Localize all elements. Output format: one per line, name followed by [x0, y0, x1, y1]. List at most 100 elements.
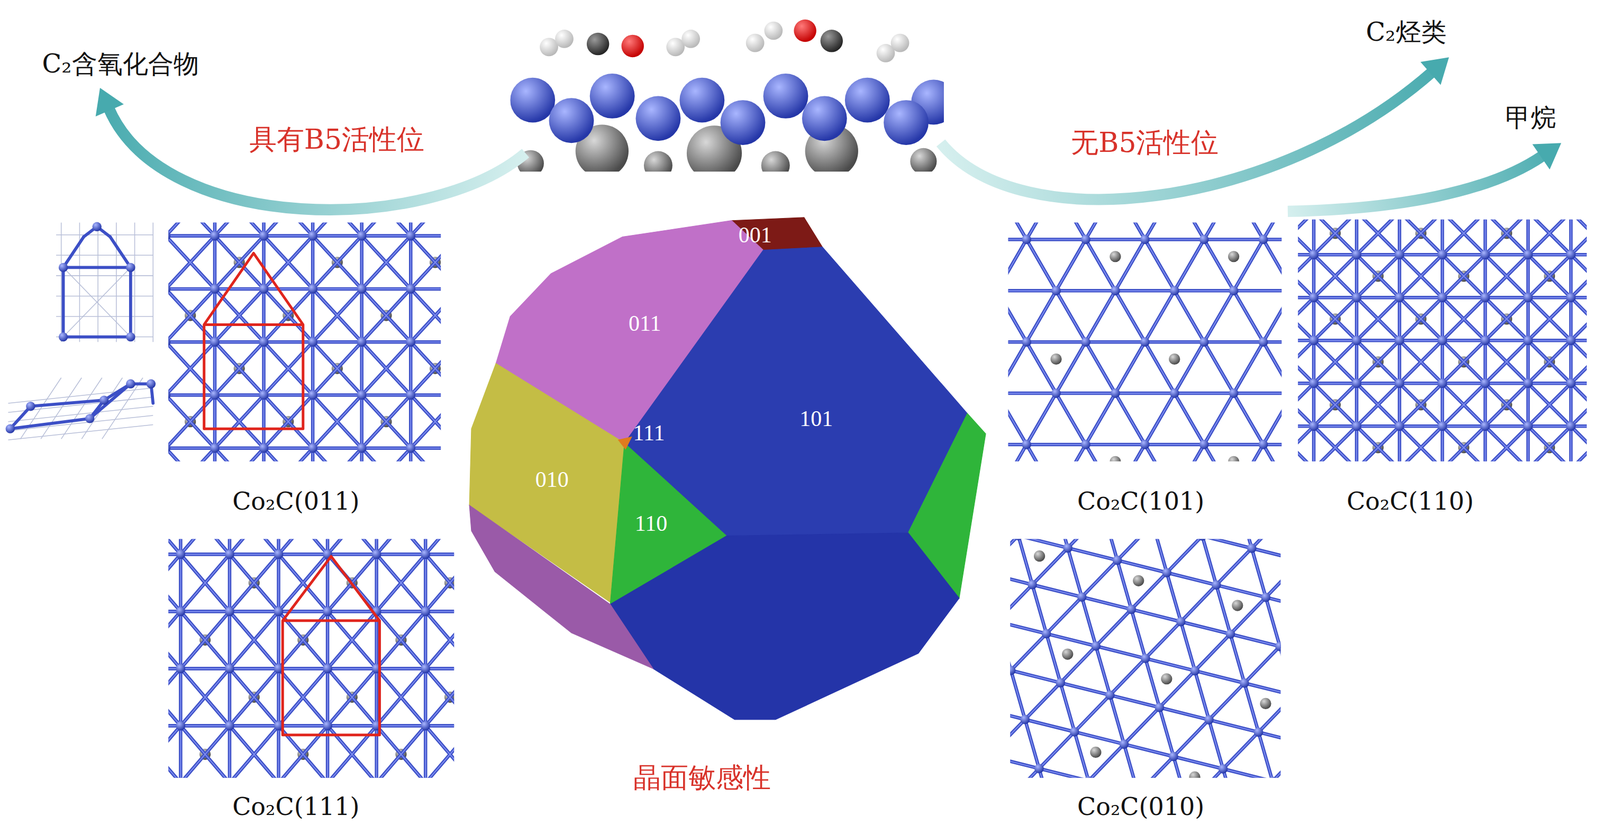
cobalt-atom — [1351, 292, 1362, 303]
cobalt-atom — [1308, 292, 1319, 303]
bond-rod — [1046, 633, 1061, 683]
cobalt-atom — [322, 606, 333, 616]
bond-rod — [1442, 340, 1486, 384]
bond-highlight — [1123, 743, 1139, 778]
cobalt-atom — [1197, 538, 1207, 541]
bond-highlight — [1398, 340, 1400, 384]
bond-rod — [104, 383, 131, 400]
bond-rod — [1528, 424, 1571, 429]
bond-rod — [1313, 297, 1357, 341]
bond-rod — [1026, 442, 1086, 447]
bond-rod — [261, 235, 266, 289]
bond-rod — [1485, 424, 1529, 429]
bond-rod — [264, 340, 314, 344]
cobalt-atom — [720, 100, 766, 145]
bond-highlight — [1313, 383, 1357, 426]
bond-highlight — [1527, 340, 1529, 384]
bond-highlight — [1442, 297, 1486, 341]
bond-rod — [1399, 381, 1443, 386]
bond-rod — [214, 287, 265, 292]
bond-rod — [1356, 383, 1400, 426]
cobalt-atom — [1253, 727, 1264, 738]
bond-highlight — [1026, 222, 1057, 240]
bond-highlight — [1399, 425, 1443, 462]
bond-highlight — [278, 667, 329, 669]
bond-rod — [1442, 383, 1486, 426]
bond-rod — [1485, 338, 1529, 343]
bond-rod — [1297, 383, 1314, 426]
bond-highlight — [312, 341, 362, 395]
bond-highlight — [410, 235, 412, 289]
bond-rod — [229, 609, 279, 614]
bond-highlight — [376, 725, 426, 778]
bond-highlight — [425, 668, 454, 726]
bond-rod — [1123, 743, 1139, 778]
cobalt-atom — [635, 95, 681, 141]
bond-rod — [1526, 297, 1531, 341]
bond-highlight — [1399, 254, 1443, 298]
bond-highlight — [361, 341, 412, 395]
bond-highlight — [1442, 254, 1486, 298]
bond-rod — [1265, 560, 1281, 597]
bond-rod — [214, 235, 265, 289]
bond-rod — [168, 395, 215, 449]
bond-highlight — [277, 725, 279, 778]
bond-highlight — [1570, 425, 1572, 462]
bond-rod — [1442, 219, 1486, 256]
bond-rod — [278, 725, 329, 778]
bond-rod — [376, 611, 426, 669]
cobalt-atom — [357, 443, 367, 453]
bond-highlight — [1117, 560, 1168, 573]
bond-highlight — [1144, 222, 1175, 240]
bond-highlight — [1056, 393, 1086, 445]
bond-highlight — [312, 341, 362, 395]
bond-rod — [1528, 219, 1571, 256]
bond-rod — [1187, 768, 1224, 778]
bond-highlight — [1399, 383, 1443, 426]
bond-rod — [312, 222, 362, 236]
carbon-atom — [1231, 599, 1243, 611]
bond-highlight — [425, 611, 454, 669]
bond-rod — [376, 725, 426, 778]
bond-rod — [1313, 338, 1357, 343]
bond-highlight — [1399, 383, 1443, 426]
bond-rod — [1485, 219, 1529, 256]
bond-highlight — [410, 235, 441, 289]
bond-rod — [1060, 646, 1096, 683]
bond-rod — [1313, 340, 1357, 384]
cobalt-atom — [175, 720, 186, 731]
bond-rod — [1570, 383, 1587, 426]
faint-grid — [56, 336, 153, 338]
cobalt-atom — [1394, 421, 1405, 431]
bond-highlight — [1010, 538, 1018, 572]
bond-rod — [278, 552, 329, 557]
bond-highlight — [312, 235, 314, 289]
bond-rod — [276, 668, 281, 726]
bond-rod — [1233, 393, 1264, 445]
bond-rod — [168, 235, 215, 289]
bond-rod — [1312, 340, 1316, 384]
bond-rod — [1115, 239, 1145, 291]
bond-highlight — [1442, 253, 1486, 256]
bond-highlight — [1485, 297, 1529, 341]
bond-rod — [408, 235, 413, 289]
lattice — [1007, 222, 1282, 462]
bond-rod — [312, 288, 362, 342]
bond-highlight — [312, 288, 314, 342]
bond-highlight — [229, 538, 279, 554]
bond-highlight — [277, 611, 279, 669]
bond-highlight — [229, 611, 279, 669]
bond-rod — [1010, 584, 1033, 622]
bond-highlight — [1060, 682, 1111, 695]
cobalt-atom — [85, 413, 95, 423]
bond-highlight — [1085, 393, 1116, 445]
cobalt-atom — [175, 663, 186, 674]
facet-index: 001 — [738, 222, 772, 247]
bond-rod — [1110, 658, 1146, 695]
bond-rod — [1208, 719, 1224, 769]
bond-highlight — [1485, 425, 1529, 462]
bond-highlight — [1528, 296, 1571, 298]
bond-rod — [180, 553, 230, 612]
cobalt-atom — [259, 231, 269, 241]
